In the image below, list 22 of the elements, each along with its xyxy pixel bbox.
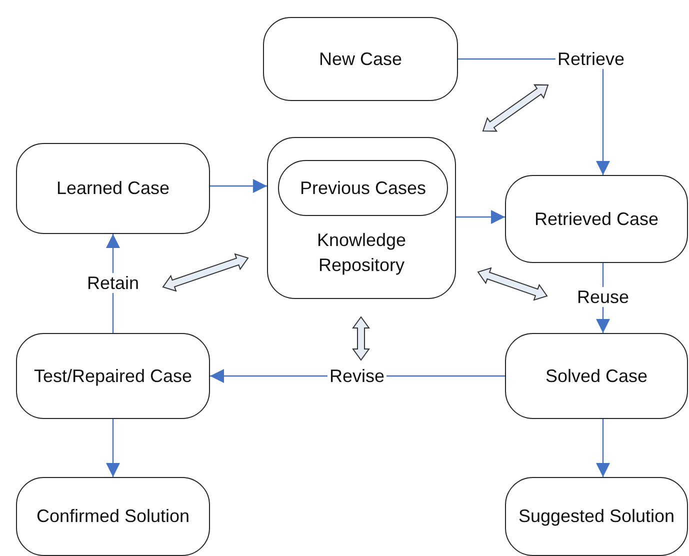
process-box bbox=[505, 333, 688, 419]
container-box bbox=[267, 137, 456, 299]
node-label: Retrieved Case bbox=[533, 208, 660, 230]
process-box bbox=[16, 477, 210, 556]
arrow bbox=[106, 419, 120, 477]
process-box bbox=[505, 175, 688, 263]
node-label: Knowledge Repository bbox=[316, 229, 408, 277]
process-box bbox=[263, 17, 458, 101]
arrow bbox=[456, 210, 505, 224]
node-label: Learned Case bbox=[55, 177, 171, 200]
arrow bbox=[210, 179, 267, 193]
node-label: Solved Case bbox=[544, 364, 649, 388]
edge-label: Retrieve bbox=[555, 49, 627, 69]
node-label: Confirmed Solution bbox=[35, 505, 191, 528]
node-label: Suggested Solution bbox=[517, 505, 676, 528]
process-box bbox=[16, 333, 210, 419]
node-label: New Case bbox=[318, 48, 404, 70]
process-box bbox=[16, 143, 210, 234]
node-label: Test/Repaired Case bbox=[32, 364, 194, 388]
node-label: Previous Cases bbox=[298, 176, 428, 200]
process-box bbox=[505, 477, 688, 556]
arrow bbox=[596, 419, 610, 477]
